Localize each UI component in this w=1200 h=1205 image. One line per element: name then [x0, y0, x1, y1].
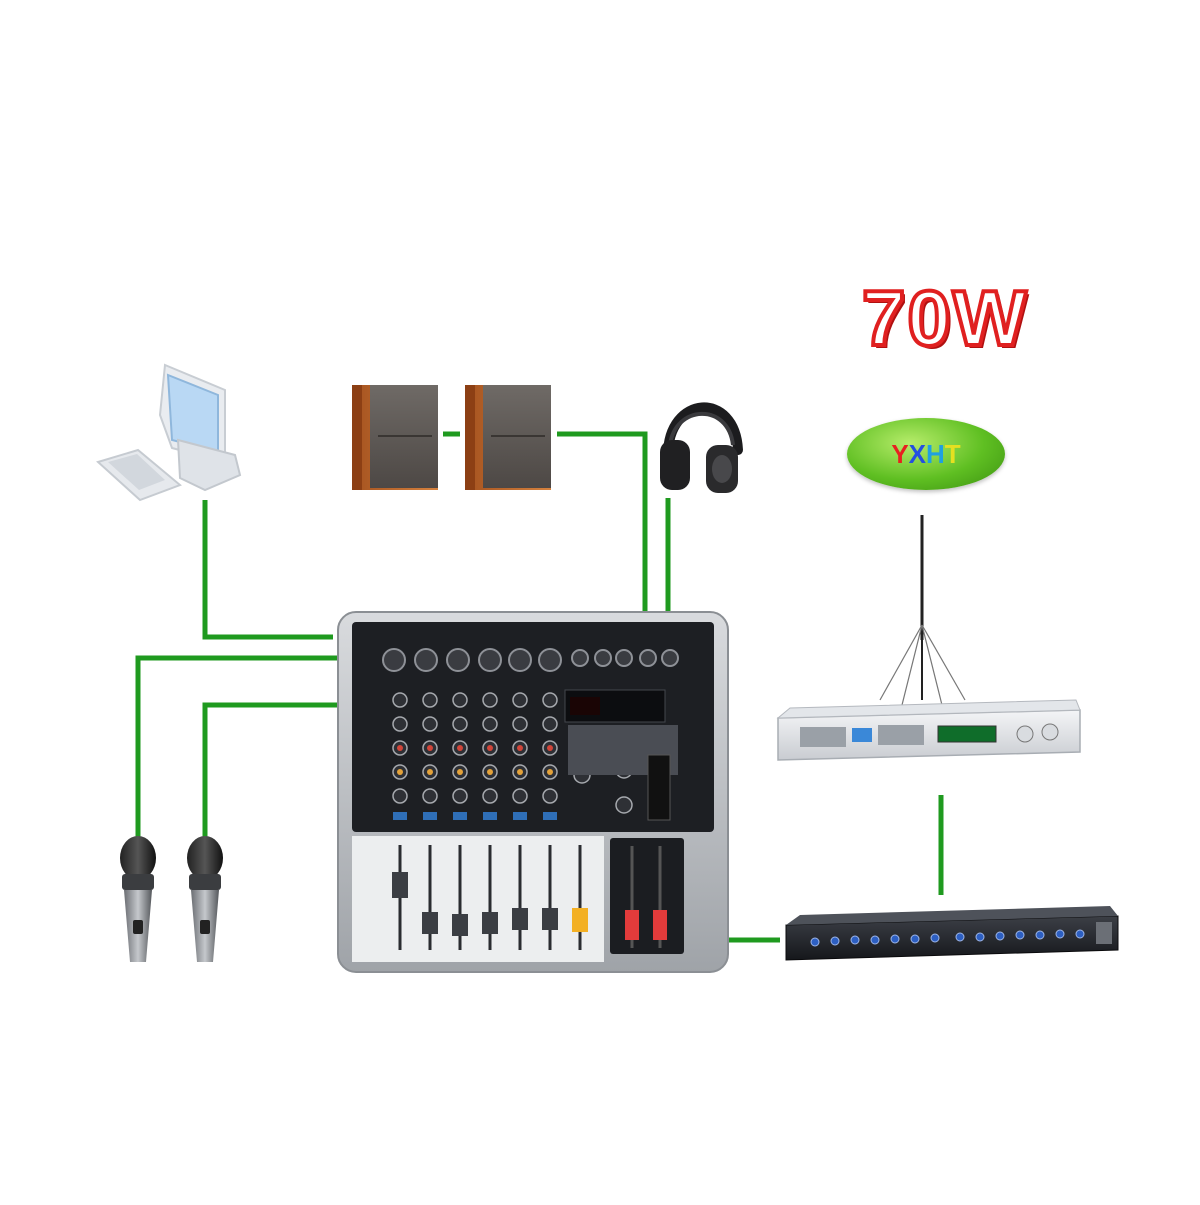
cable-speaker-to-mixer — [557, 431, 648, 648]
mixer-fader-caps — [392, 872, 588, 936]
mixer-input-jacks — [382, 648, 679, 672]
microphone-right — [187, 836, 223, 962]
power-rating-label: 70W — [860, 274, 1029, 362]
bookshelf-speaker-right — [465, 385, 551, 490]
mixer-knobs — [392, 692, 633, 814]
antenna-icon — [879, 515, 966, 706]
audio-processor-rack — [785, 906, 1119, 961]
mixer-meter — [647, 754, 671, 821]
computer-icon — [96, 363, 242, 502]
mixer-master-faders — [625, 846, 667, 948]
headphones-icon — [660, 402, 743, 493]
brand-letter-h: H — [926, 439, 945, 469]
mixer-channel-buttons — [393, 812, 557, 820]
cable-computer-to-mixer — [202, 500, 333, 640]
brand-badge: YXHT — [847, 418, 1005, 490]
mixer-knob-caps — [397, 745, 553, 775]
fm-transmitter-rack — [776, 699, 1081, 761]
bookshelf-speaker-left — [352, 385, 438, 490]
cables — [135, 431, 944, 943]
audio-mixer — [337, 611, 729, 973]
cable-mic-left-to-mixer — [135, 655, 385, 840]
brand-letter-x: X — [908, 439, 926, 469]
microphone-left — [120, 836, 156, 962]
brand-letter-y: Y — [891, 439, 909, 469]
brand-letter-t: T — [944, 439, 961, 469]
